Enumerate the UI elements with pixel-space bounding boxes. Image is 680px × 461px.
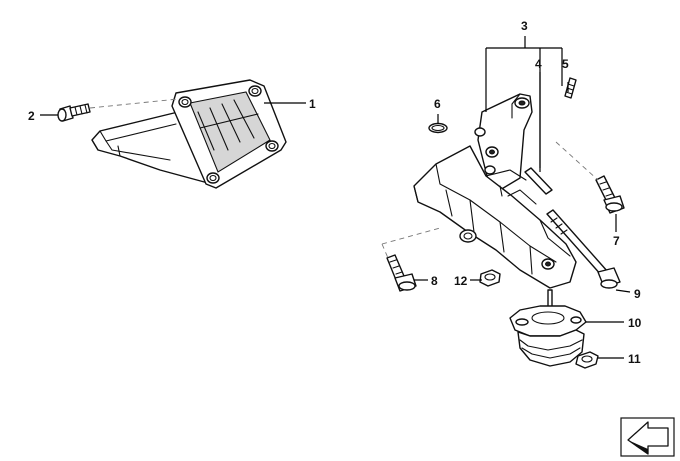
callout-2: 2 <box>28 109 35 123</box>
stud-pin-part <box>564 77 577 99</box>
bracket-left-part <box>91 79 287 189</box>
callout-6: 6 <box>434 97 441 111</box>
engine-mount-part <box>509 289 587 367</box>
hex-bolt-8-part <box>386 254 417 292</box>
callout-8: 8 <box>431 274 438 288</box>
callout-7: 7 <box>613 234 620 248</box>
arrow-icon <box>620 417 675 457</box>
long-bolt-part <box>546 209 621 289</box>
callout-labels: 2 1 3 4 5 6 7 8 9 10 11 12 <box>28 19 642 366</box>
o-ring-part <box>428 122 448 134</box>
engine-support-bracket-part <box>413 93 577 289</box>
callout-12: 12 <box>454 274 468 288</box>
callout-9: 9 <box>634 287 641 301</box>
callout-11: 11 <box>628 352 641 366</box>
callout-3: 3 <box>521 19 528 33</box>
callout-10: 10 <box>628 316 642 330</box>
callout-4: 4 <box>535 57 542 71</box>
hex-nut-part <box>479 269 501 287</box>
leader-lines <box>40 36 631 359</box>
bolt-small-part <box>57 103 91 122</box>
hex-bolt-7-part <box>595 175 625 214</box>
callout-1: 1 <box>309 97 316 111</box>
dowel-pin-part <box>524 167 553 195</box>
self-locking-nut-part <box>575 351 599 369</box>
callout-5: 5 <box>562 57 569 71</box>
